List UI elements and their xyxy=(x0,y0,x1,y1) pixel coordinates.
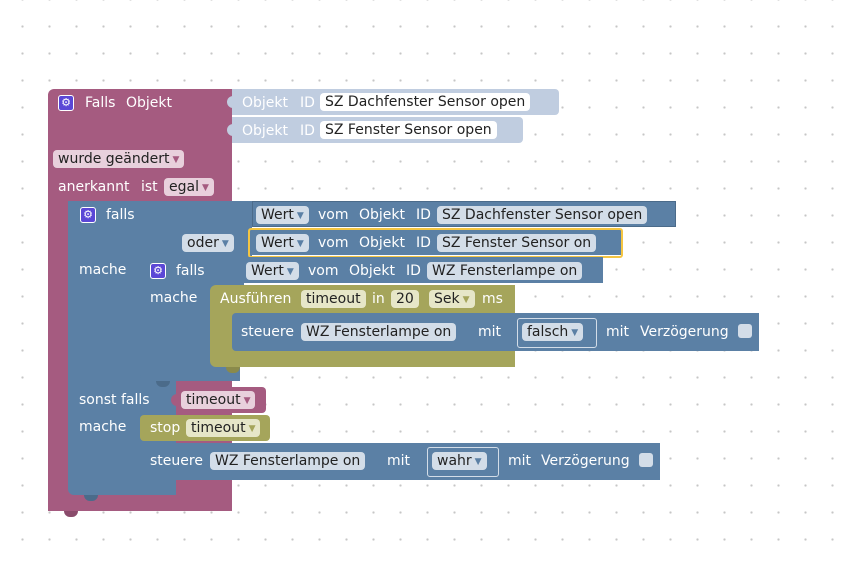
steuere2-value-label: wahr xyxy=(437,453,472,469)
ack-dropdown-value: egal xyxy=(169,179,199,195)
steuere2-delay-checkbox[interactable] xyxy=(639,453,653,467)
wert-dropdown-2[interactable]: Wert▼ xyxy=(256,234,309,252)
if-inner-falls-label: falls xyxy=(176,263,205,279)
ack-label: anerkannt xyxy=(58,179,130,195)
chevron-down-icon: ▼ xyxy=(248,424,256,434)
cond2-vom: vom xyxy=(318,235,349,251)
steuere2-mit2-label: mit xyxy=(508,453,532,469)
changed-dropdown[interactable]: wurde geändert▼ xyxy=(53,150,185,168)
chevron-down-icon: ▼ xyxy=(286,267,294,277)
if-outer-falls-label: falls xyxy=(106,207,135,223)
object-id-prefix-2: Objekt xyxy=(242,123,289,139)
trigger-falls-label: Falls xyxy=(85,95,116,111)
object-id-field-1[interactable]: SZ Dachfenster Sensor open xyxy=(320,93,531,111)
timeout-unit-label: Sek xyxy=(434,291,460,307)
timeout-var-field[interactable]: timeout xyxy=(301,290,366,308)
stop-var-label: timeout xyxy=(191,420,246,436)
if-outer-gear-icon[interactable]: ⚙ xyxy=(80,207,96,223)
sonst-var-label: timeout xyxy=(186,392,241,408)
cond2-value-field[interactable]: SZ Fenster Sensor on xyxy=(437,234,597,252)
chevron-down-icon: ▼ xyxy=(221,239,229,249)
if-outer-mache2-label: mache xyxy=(79,419,127,435)
timeout-ms-label: ms xyxy=(482,291,503,307)
trigger-objekt-label: Objekt xyxy=(126,95,173,111)
cond1-id: ID xyxy=(416,207,431,223)
steuere2-target-field[interactable]: WZ Fensterlampe on xyxy=(210,452,366,470)
cond2-id: ID xyxy=(416,235,431,251)
sonst-falls-label: sonst falls xyxy=(79,392,150,408)
chevron-down-icon: ▼ xyxy=(296,239,304,249)
ausfuehren-label: Ausführen xyxy=(220,291,292,307)
if-inner-gear-icon[interactable]: ⚙ xyxy=(150,263,166,279)
wert-dropdown-1[interactable]: Wert▼ xyxy=(256,206,309,224)
wert-dropdown-2-label: Wert xyxy=(261,235,294,251)
steuere1-mit2-label: mit xyxy=(606,324,630,340)
steuere1-delay-checkbox[interactable] xyxy=(738,324,752,338)
ack-dropdown[interactable]: egal▼ xyxy=(164,178,214,196)
object-id-label-1: ID xyxy=(300,95,315,111)
cond2-objekt: Objekt xyxy=(359,235,406,251)
steuere2-value-dropdown[interactable]: wahr▼ xyxy=(432,452,487,470)
steuere1-value-label: falsch xyxy=(527,324,569,340)
steuere1-label: steuere xyxy=(241,324,294,340)
chevron-down-icon: ▼ xyxy=(243,396,251,406)
stop-var-dropdown[interactable]: timeout▼ xyxy=(186,419,261,437)
trigger-gear-icon[interactable]: ⚙ xyxy=(58,95,74,111)
cond3-id: ID xyxy=(406,263,421,279)
wert-dropdown-3-label: Wert xyxy=(251,263,284,279)
changed-dropdown-label: wurde geändert xyxy=(58,151,170,167)
oder-dropdown-label: oder xyxy=(187,235,219,251)
if-inner-bottom-notch xyxy=(156,381,170,387)
steuere1-target-field[interactable]: WZ Fensterlampe on xyxy=(301,323,457,341)
chevron-down-icon: ▼ xyxy=(462,295,470,305)
stop-label: stop xyxy=(150,420,181,436)
steuere1-mit-label: mit xyxy=(478,324,502,340)
cond3-vom: vom xyxy=(308,263,339,279)
object-id-label-2: ID xyxy=(300,123,315,139)
if-outer-sonst-row xyxy=(68,386,176,412)
steuere2-label: steuere xyxy=(150,453,203,469)
wert-dropdown-1-label: Wert xyxy=(261,207,294,223)
wert-dropdown-3[interactable]: Wert▼ xyxy=(246,262,299,280)
steuere2-delay-label: Verzögerung xyxy=(541,453,630,469)
trigger-bottom-notch xyxy=(64,511,78,517)
cond3-value-field[interactable]: WZ Fensterlampe on xyxy=(427,262,583,280)
timeout-unit-dropdown[interactable]: Sek▼ xyxy=(429,290,475,308)
steuere2-mit-label: mit xyxy=(387,453,411,469)
object-id-connector-2 xyxy=(227,124,233,136)
oder-dropdown[interactable]: oder▼ xyxy=(182,234,234,252)
cond3-objekt: Objekt xyxy=(349,263,396,279)
if-outer-mache-label: mache xyxy=(79,262,127,278)
chevron-down-icon: ▼ xyxy=(296,211,304,221)
chevron-down-icon: ▼ xyxy=(571,328,579,338)
ack-ist-label: ist xyxy=(141,179,158,195)
sonst-var-connector xyxy=(171,394,177,406)
timeout-value-field[interactable]: 20 xyxy=(391,290,419,308)
cond1-value-field[interactable]: SZ Dachfenster Sensor open xyxy=(437,206,648,224)
cond1-objekt: Objekt xyxy=(359,207,406,223)
object-id-prefix-1: Objekt xyxy=(242,95,289,111)
chevron-down-icon: ▼ xyxy=(172,155,180,165)
object-id-field-2[interactable]: SZ Fenster Sensor open xyxy=(320,121,497,139)
steuere1-value-dropdown[interactable]: falsch▼ xyxy=(522,323,584,341)
timeout-bottom-notch xyxy=(226,367,240,373)
object-id-connector-1 xyxy=(227,96,233,108)
timeout-in-label: in xyxy=(372,291,385,307)
steuere1-delay-label: Verzögerung xyxy=(640,324,729,340)
if-inner-mache-label: mache xyxy=(150,290,198,306)
sonst-var-dropdown[interactable]: timeout▼ xyxy=(181,391,256,409)
chevron-down-icon: ▼ xyxy=(201,183,209,193)
trigger-bottom-bar xyxy=(48,500,232,511)
cond1-vom: vom xyxy=(318,207,349,223)
if-outer-bottom-notch xyxy=(84,495,98,501)
chevron-down-icon: ▼ xyxy=(474,457,482,467)
